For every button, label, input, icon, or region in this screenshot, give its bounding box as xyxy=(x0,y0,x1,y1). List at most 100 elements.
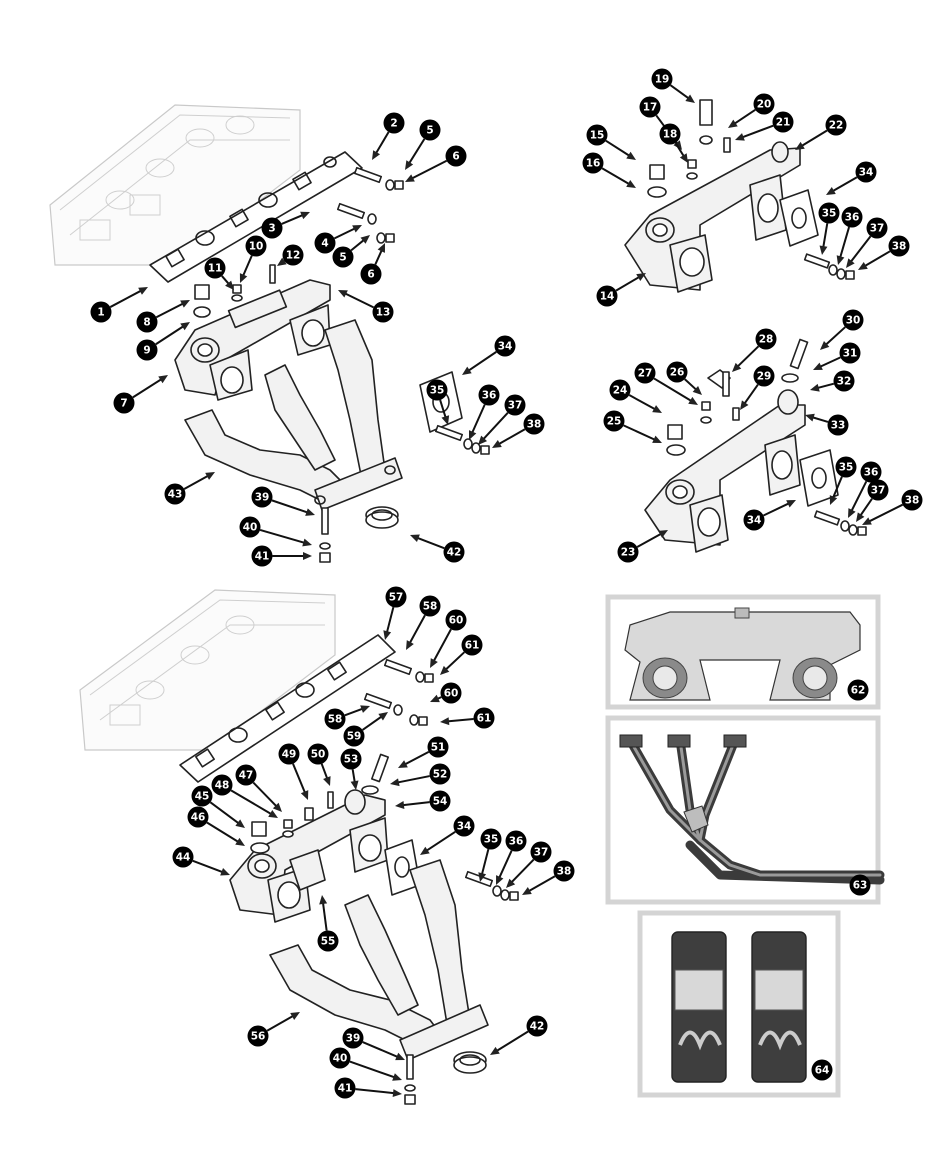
callout-badge-31 xyxy=(839,342,861,364)
arrowhead-10 xyxy=(239,273,248,283)
callout-label-34: 34 xyxy=(859,167,874,179)
callout-34: 34 xyxy=(855,161,877,183)
leader-line-61 xyxy=(443,651,466,672)
arrowhead-40 xyxy=(392,1073,402,1081)
leader-line-34 xyxy=(763,501,792,517)
arrowhead-42 xyxy=(410,534,420,542)
leader-line-6 xyxy=(409,159,448,181)
callout-badge-60 xyxy=(440,682,462,704)
callout-label-5: 5 xyxy=(426,125,433,137)
leader-line-25 xyxy=(623,424,657,442)
arrowhead-5 xyxy=(405,160,414,170)
callout-label-37: 37 xyxy=(870,223,885,235)
arrowhead-28 xyxy=(732,362,742,372)
callout-badge-29 xyxy=(753,365,775,387)
photo-panel-62 xyxy=(605,594,881,710)
arrowhead-34 xyxy=(786,500,796,508)
arrowhead-29 xyxy=(740,400,749,410)
bottom-left-assembly xyxy=(79,589,519,1105)
arrowhead-54 xyxy=(395,801,405,809)
arrowhead-12 xyxy=(277,257,287,266)
callout-label-35: 35 xyxy=(839,462,854,474)
inlet-manifold xyxy=(174,279,331,401)
callout-57: 57 xyxy=(385,586,407,608)
callout-5: 5 xyxy=(419,119,441,141)
leader-line-36 xyxy=(838,226,851,260)
leader-line-3 xyxy=(281,213,305,225)
callout-41: 41 xyxy=(334,1077,356,1099)
callout-label-32: 32 xyxy=(837,376,852,388)
callout-label-38: 38 xyxy=(892,241,907,253)
callout-badge-60 xyxy=(445,609,467,631)
callout-label-8: 8 xyxy=(143,317,150,329)
callout-label-29: 29 xyxy=(757,371,772,383)
callout-26: 26 xyxy=(666,361,688,383)
callout-label-61: 61 xyxy=(477,713,492,725)
leader-line-38 xyxy=(526,875,556,893)
callout-badge-58 xyxy=(419,595,441,617)
leader-line-37 xyxy=(858,498,873,518)
callout-6: 6 xyxy=(360,263,382,285)
arrowhead-18 xyxy=(679,153,688,163)
leader-line-27 xyxy=(653,377,694,403)
callout-badge-37 xyxy=(866,217,888,239)
callout-46: 46 xyxy=(187,806,209,828)
callout-badge-20 xyxy=(753,93,775,115)
callout-37: 37 xyxy=(530,841,552,863)
arrowhead-41 xyxy=(392,1089,402,1098)
leader-line-2 xyxy=(374,131,390,156)
callout-label-60: 60 xyxy=(449,615,464,627)
plug-and-washers xyxy=(193,264,276,318)
leader-line-21 xyxy=(740,124,774,139)
arrowhead-36 xyxy=(836,255,845,265)
arrowhead-35 xyxy=(478,872,487,882)
callout-badge-10 xyxy=(245,235,267,257)
leader-line-15 xyxy=(605,139,632,158)
callout-badge-30 xyxy=(842,309,864,331)
leader-line-39 xyxy=(362,1041,400,1059)
callout-10: 10 xyxy=(245,235,267,257)
arrowhead-58 xyxy=(406,640,414,650)
leader-line-42 xyxy=(415,536,445,550)
callout-label-38: 38 xyxy=(527,419,542,431)
arrowhead-23 xyxy=(658,530,668,538)
arrowhead-60 xyxy=(430,694,440,703)
arrowhead-47 xyxy=(272,802,282,812)
leader-line-42 xyxy=(494,1030,529,1053)
leader-line-5 xyxy=(350,238,366,252)
callout-5: 5 xyxy=(332,246,354,268)
arrowhead-51 xyxy=(398,760,408,768)
callout-label-56: 56 xyxy=(251,1031,266,1043)
leader-line-38 xyxy=(496,428,526,446)
leader-line-16 xyxy=(601,167,632,186)
callout-label-58: 58 xyxy=(328,714,343,726)
arrowhead-33 xyxy=(805,413,815,422)
callout-badge-34 xyxy=(855,161,877,183)
callout-label-55: 55 xyxy=(321,936,336,948)
leader-line-36 xyxy=(470,404,486,435)
arrowhead-24 xyxy=(652,405,662,413)
leader-line-8 xyxy=(155,301,186,319)
callout-36: 36 xyxy=(860,461,882,483)
arrowhead-38 xyxy=(522,887,532,895)
arrowhead-37 xyxy=(478,435,488,445)
callout-60: 60 xyxy=(440,682,462,704)
callout-badge-34 xyxy=(494,335,516,357)
manifold-stud-nut-washer xyxy=(319,507,331,563)
callout-13: 13 xyxy=(372,301,394,323)
leader-line-34 xyxy=(830,176,858,193)
cylinder-head-ghost xyxy=(49,104,301,266)
leader-line-60 xyxy=(431,628,452,664)
exhaust-manifold-2 xyxy=(269,859,489,1105)
arrowhead-27 xyxy=(688,396,698,405)
callout-17: 17 xyxy=(639,96,661,118)
callout-42: 42 xyxy=(443,541,465,563)
arrowhead-6 xyxy=(405,174,415,182)
callout-label-11: 11 xyxy=(208,263,223,275)
callout-35: 35 xyxy=(426,379,448,401)
callout-16: 16 xyxy=(582,152,604,174)
callout-badge-59 xyxy=(343,725,365,747)
callout-badge-51 xyxy=(427,736,449,758)
callout-label-38: 38 xyxy=(557,866,572,878)
